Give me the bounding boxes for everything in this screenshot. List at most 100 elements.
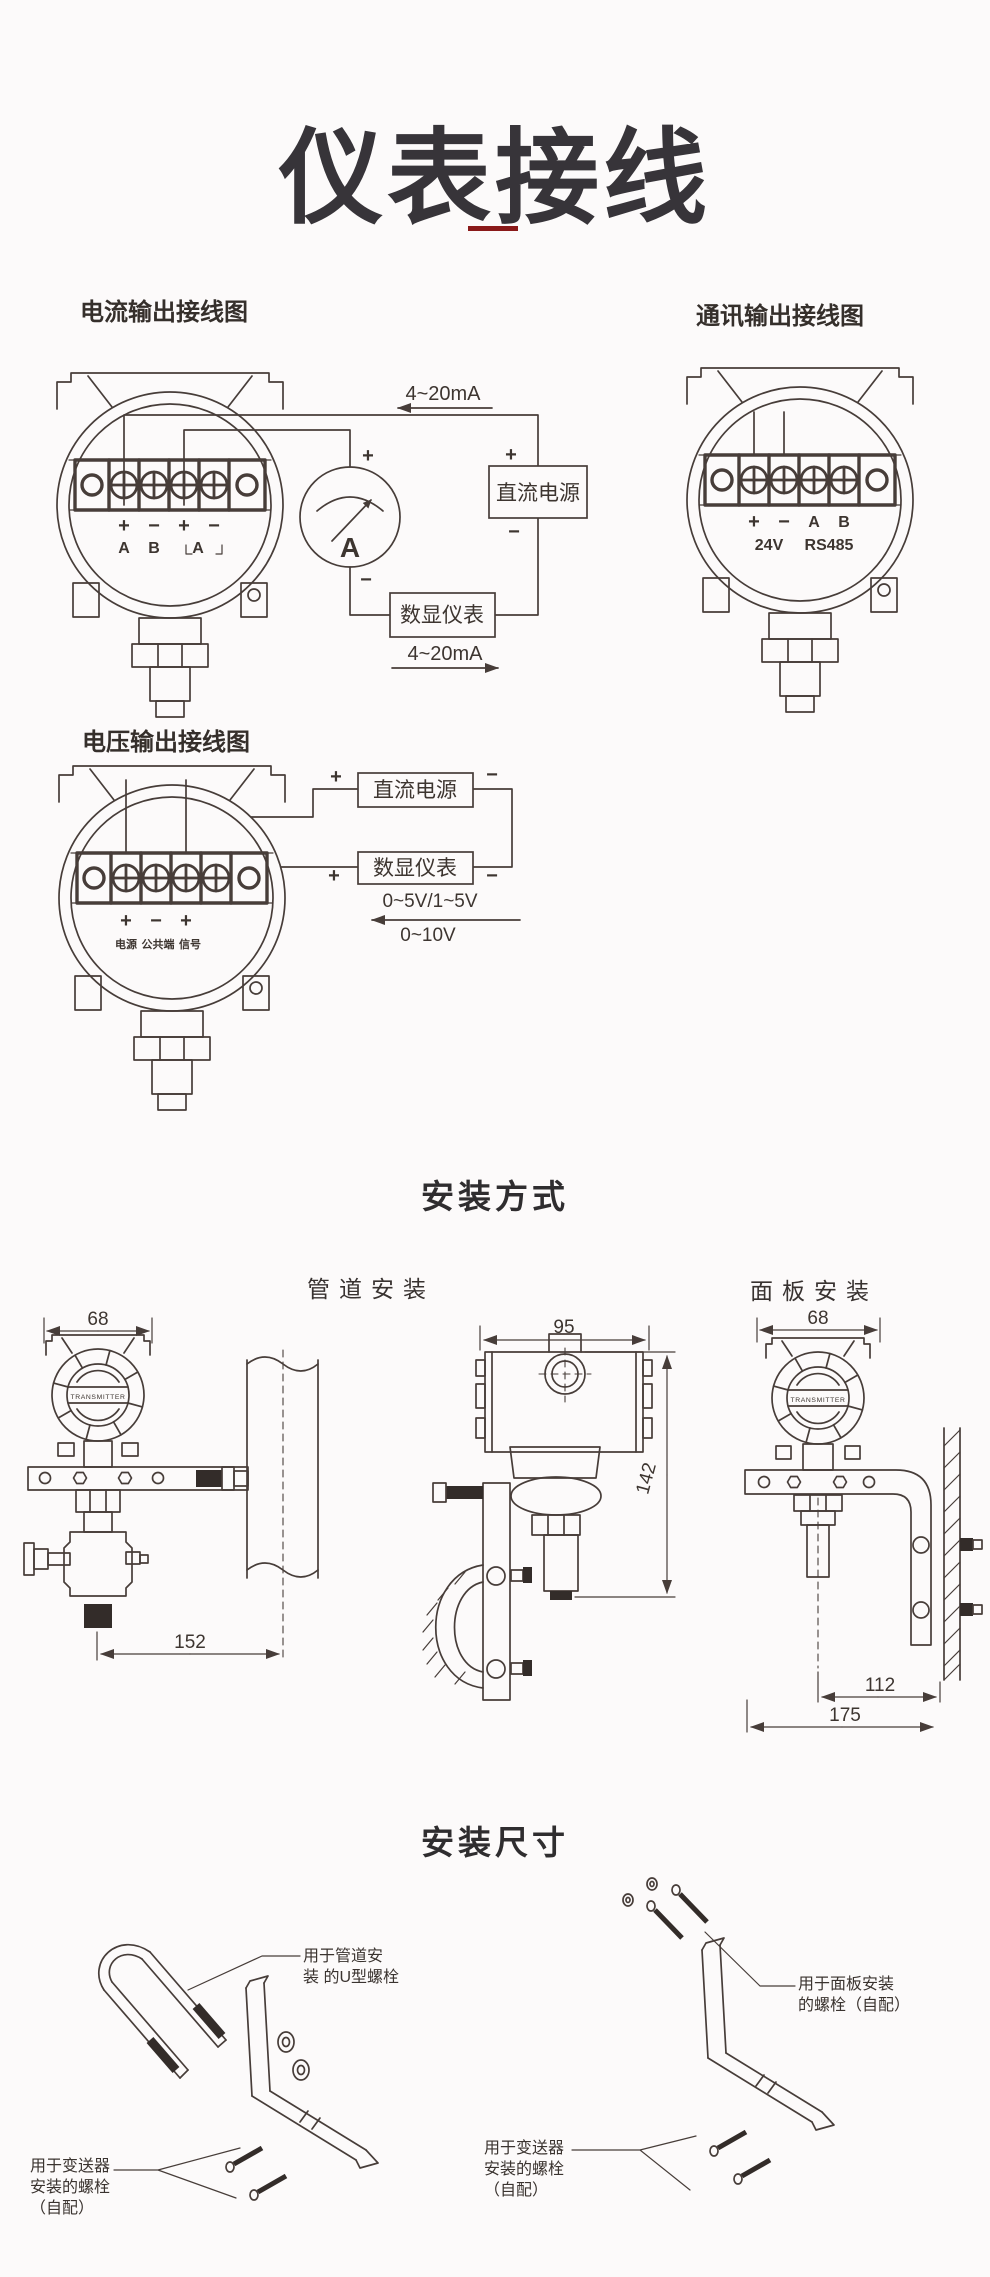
transmitter-bolt-note-line1: 用于变送器	[484, 2140, 565, 2157]
left-bolt-leader-line	[113, 2147, 241, 2199]
u-bolt-note-line1: 用于管道安	[303, 1948, 384, 1965]
mounting-bar	[245, 1975, 379, 2169]
ammeter: A	[299, 466, 401, 568]
panel	[943, 1427, 961, 1681]
pipe-clamp-ring	[422, 1564, 484, 1689]
transmitter-front-current	[55, 371, 285, 719]
supply-voltage-label: 24V	[755, 537, 784, 554]
transmitter-bolt-note-line1: 用于变送器	[30, 2158, 111, 2175]
mid-bolt-leader-line	[571, 2135, 697, 2191]
voltage-output-diagram: + − 直流电源 数显仪表 + − 0~5V/1~5V 0~10V + − + …	[57, 764, 521, 1112]
install-head-pipe	[45, 1334, 151, 1442]
pipe-mount-drawing: 68 TRANSMITTER	[23, 1309, 319, 1663]
vdc-minus-sign: −	[486, 764, 498, 786]
loop-label-top: 4~20mA	[405, 383, 481, 405]
pipe-clamp-bolt	[196, 1470, 222, 1487]
terminal-sign: +	[120, 910, 132, 932]
current-terminal-labels: + − + − A B A	[118, 515, 223, 557]
brand-text: TRANSMITTER	[71, 1394, 126, 1401]
panel-mount-hardware-drawing	[571, 1877, 835, 2191]
panel-bolt-note-line1: 用于面板安装	[798, 1976, 895, 1993]
comm-output-diagram: + − A B 24V RS485	[685, 366, 915, 714]
terminal-sign: −	[150, 910, 162, 932]
terminal-letter-b: B	[838, 514, 850, 531]
terminal-sign: −	[148, 515, 160, 537]
ammeter-letter: A	[340, 532, 360, 563]
terminal-sign: +	[178, 515, 190, 537]
panel-bolt-leader-line	[704, 1931, 796, 1987]
dc-plus-sign: +	[505, 444, 517, 466]
l-bracket	[744, 1469, 932, 1646]
page-title: 仪表接线	[278, 120, 711, 237]
terminal-common-label: 公共端	[142, 937, 175, 951]
transmitter-bolt-note-line2: 安装的螺栓	[484, 2161, 565, 2178]
current-output-diagram: 4~20mA A + − 直流电源 + − 数显仪表 4~20mA + − + …	[55, 371, 588, 719]
u-bolt-note-line2: 装 的U型螺栓	[303, 1969, 400, 1986]
voltage-wiring-heading: 电压输出接线图	[82, 729, 250, 756]
panel-bolt-note-line2: 的螺栓（自配）	[798, 1997, 911, 2014]
transmitter-bolt-note-mid: 用于变送器 安装的螺栓 （自配）	[484, 2138, 564, 2201]
display-meter-label: 数显仪表	[373, 857, 457, 880]
transmitter-front-comm	[685, 366, 915, 714]
dim-bracket-offset: 152	[174, 1632, 206, 1653]
transmitter-bolt-note-line3: （自配）	[30, 2200, 95, 2217]
rs485-label: RS485	[805, 537, 854, 554]
mounting-bar	[701, 1937, 835, 2131]
pipe	[246, 1349, 319, 1663]
ubolt-leader-line	[187, 1955, 301, 1991]
terminal-sign: +	[118, 515, 130, 537]
transmitter-bolt-note-left: 用于变送器 安装的螺栓 （自配）	[30, 2156, 110, 2219]
install-method-heading: 安装方式	[421, 1178, 569, 1215]
valve-manifold	[23, 1489, 149, 1628]
pipe-mount-label: 管道安装	[307, 1276, 435, 1302]
display-meter-box	[389, 592, 496, 638]
vdisp-plus-sign: +	[328, 865, 340, 887]
dim-panel-total-width: 175	[829, 1705, 861, 1726]
meter-minus-sign: −	[360, 569, 372, 591]
dc-supply-box	[357, 772, 474, 808]
panel-bolt-set	[622, 1877, 709, 1940]
housing-side	[475, 1333, 653, 1453]
brand-text: TRANSMITTER	[791, 1397, 846, 1404]
mounting-size-heading: 安装尺寸	[421, 1824, 569, 1861]
red-divider	[468, 226, 518, 231]
dc-minus-sign: −	[508, 521, 520, 543]
terminal-letter-a: A	[808, 514, 820, 531]
u-bolt-note: 用于管道安 装 的U型螺栓	[303, 1946, 399, 1988]
washers	[277, 2031, 310, 2081]
terminal-sign: −	[778, 511, 790, 533]
comm-terminal-labels: + − A B 24V RS485	[748, 511, 853, 554]
dim-head-width: 68	[87, 1309, 108, 1330]
dim-panel-head-width: 68	[807, 1308, 828, 1329]
vdisp-minus-sign: −	[486, 865, 498, 887]
terminal-letter-a: A	[118, 540, 130, 557]
probe-tip	[84, 1604, 112, 1628]
sensor-stack-panel	[793, 1494, 843, 1669]
transmitter-bolt-note-line2: 安装的螺栓	[30, 2179, 111, 2196]
transmitter-bolts	[709, 2129, 772, 2185]
dc-supply-label: 直流电源	[496, 482, 580, 505]
side-view-drawing: 95	[422, 1317, 676, 1701]
dc-supply-label: 直流电源	[373, 779, 457, 802]
pipe-mount-hardware-drawing	[97, 1944, 379, 2201]
dc-supply-box	[488, 465, 588, 519]
terminal-signal-label: 信号	[179, 937, 201, 951]
panel-bolts	[912, 1536, 983, 1619]
display-meter-label: 数显仪表	[400, 604, 484, 627]
terminal-sign: +	[748, 511, 760, 533]
display-meter-box	[357, 851, 474, 885]
comm-wiring-heading: 通讯输出接线图	[696, 303, 864, 330]
u-bolt	[97, 1944, 227, 2079]
panel-mount-drawing: 68 TRANSMITTER	[744, 1308, 983, 1733]
bracket-side	[432, 1482, 532, 1701]
transmitter-bolt-note-line3: （自配）	[484, 2182, 549, 2199]
range-primary-label: 0~5V/1~5V	[382, 891, 477, 912]
loop-label-bottom: 4~20mA	[407, 643, 483, 665]
ammeter-needle	[331, 499, 372, 542]
dim-body-height: 142	[632, 1461, 660, 1497]
current-wiring-heading: 电流输出接线图	[80, 299, 248, 326]
terminal-letter-b: B	[148, 540, 160, 557]
panel-mount-label: 面板安装	[750, 1278, 878, 1304]
voltage-terminal-labels: + − + 电源 公共端 信号	[115, 910, 201, 951]
terminal-sign: −	[208, 515, 220, 537]
